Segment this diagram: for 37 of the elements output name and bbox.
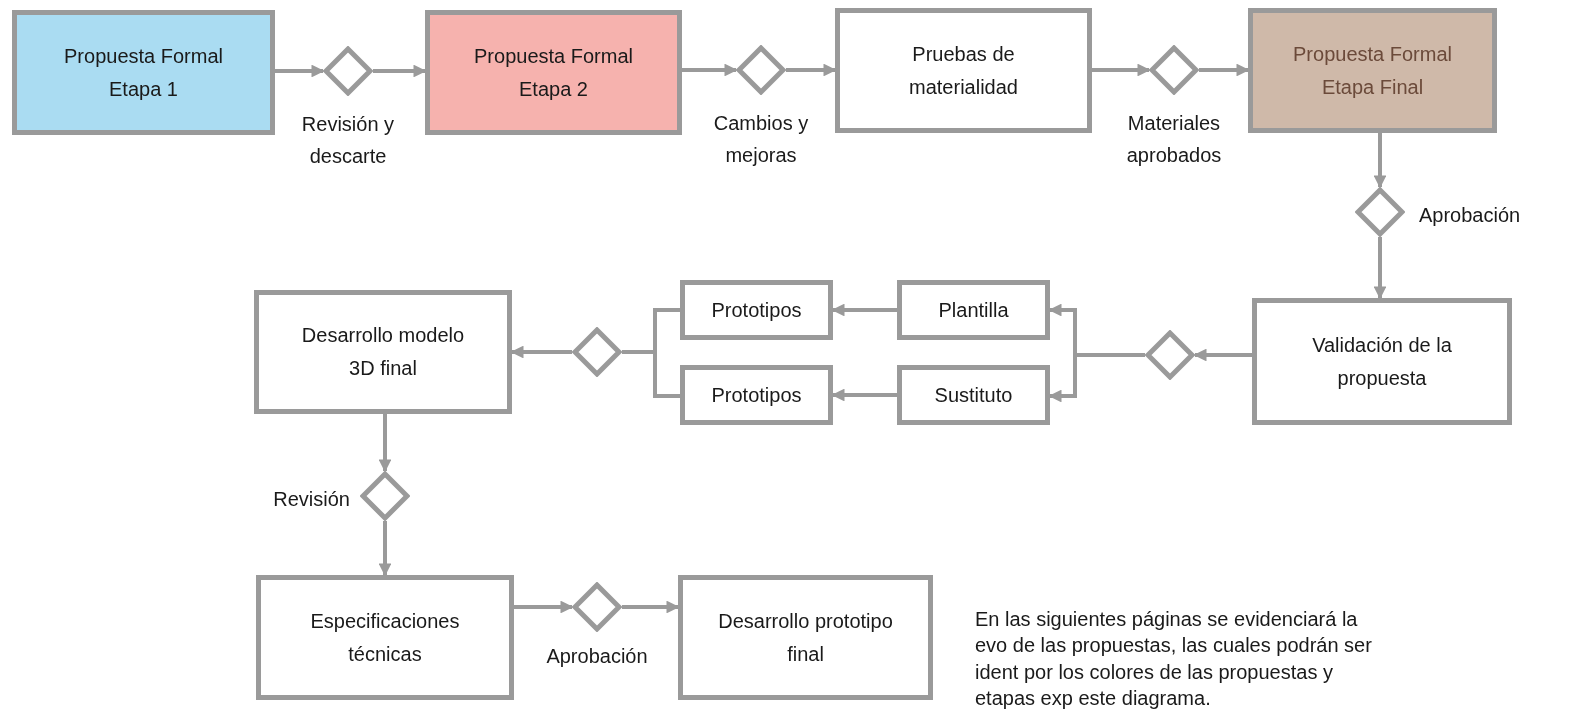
- step-label: Aprobación: [545, 644, 649, 669]
- arrow: [1193, 348, 1252, 362]
- process-box: Propuesta Formal Etapa Final: [1248, 8, 1497, 133]
- step-label: Materiales aprobados: [1125, 111, 1223, 168]
- process-box: Prototipos: [680, 280, 833, 340]
- arrow: [831, 388, 897, 402]
- arrow: [682, 63, 738, 77]
- process-box: Sustituto: [897, 365, 1050, 425]
- arrow: [1048, 353, 1145, 403]
- process-box: Propuesta Formal Etapa 2: [425, 10, 682, 135]
- arrow: [275, 64, 325, 78]
- process-box: Desarrollo prototipo final: [678, 575, 933, 700]
- process-box: Plantilla: [897, 280, 1050, 340]
- arrow: [378, 414, 392, 473]
- process-box: Validación de la propuesta: [1252, 298, 1512, 425]
- arrow: [622, 600, 680, 614]
- note-paragraph: En las siguientes páginas se evidenciará la evo de las propuestas, las cuales podrán ser ident por los colores de las propuestas y etapas exp este diagrama.: [975, 607, 1373, 712]
- arrow: [1199, 63, 1250, 77]
- process-box: Propuesta Formal Etapa 1: [12, 10, 275, 135]
- arrow: [831, 303, 897, 317]
- process-box: Desarrollo modelo 3D final: [254, 290, 512, 414]
- arrow: [1373, 133, 1387, 189]
- arrow: [514, 600, 574, 614]
- arrow: [373, 64, 427, 78]
- step-label: Revisión: [272, 487, 350, 512]
- arrow: [786, 63, 837, 77]
- connector-line: [622, 350, 680, 398]
- arrow: [1373, 237, 1387, 300]
- arrow: [1092, 63, 1151, 77]
- process-box: Especificaciones técnicas: [256, 575, 514, 700]
- step-label: Aprobación: [1419, 203, 1522, 228]
- arrow: [510, 345, 572, 359]
- step-label: Revisión y descarte: [300, 112, 396, 169]
- process-box: Prototipos: [680, 365, 833, 425]
- step-label: Cambios y mejoras: [712, 111, 810, 168]
- arrow: [378, 521, 392, 577]
- process-box: Pruebas de materialidad: [835, 8, 1092, 133]
